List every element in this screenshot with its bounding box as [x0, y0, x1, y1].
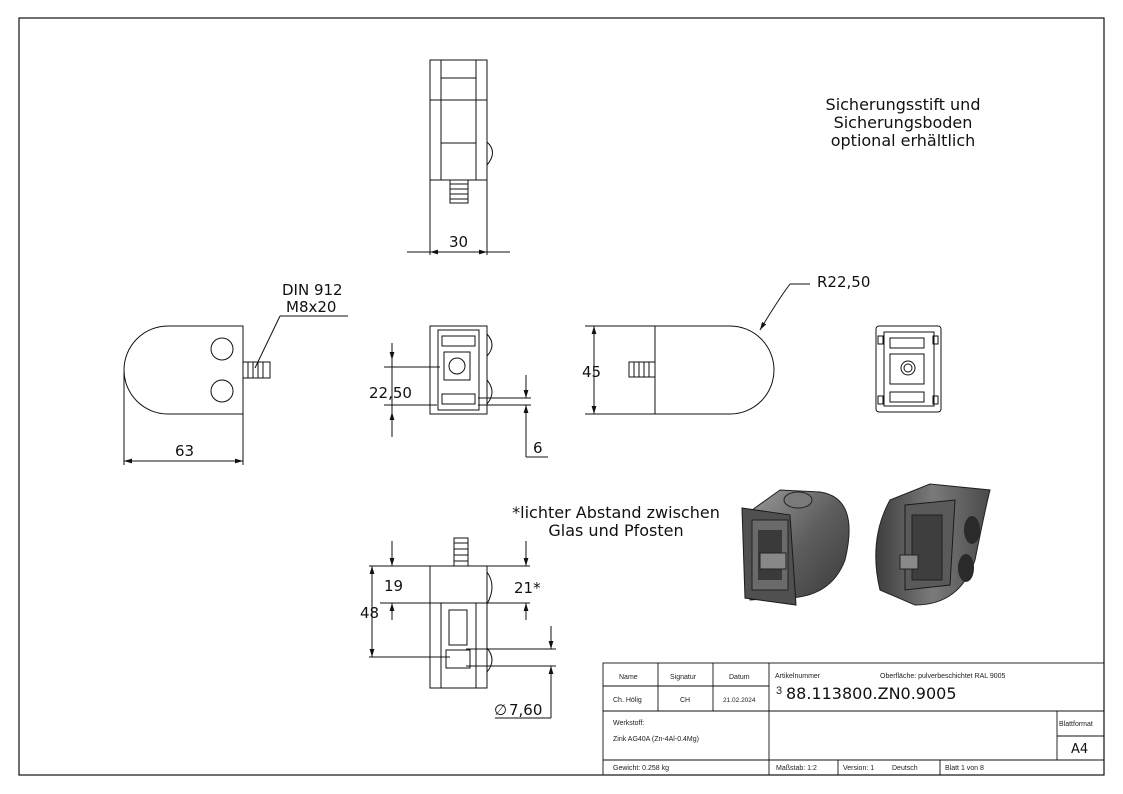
- sprache: Deutsch: [892, 765, 918, 772]
- version: Version: 1: [843, 765, 874, 772]
- dim-top-width: 30: [449, 233, 468, 251]
- screw-standard: DIN 912: [282, 281, 343, 299]
- dim-hole-symbol: ∅: [494, 701, 507, 719]
- clearance-note-line-1: *lichter Abstand zwischen: [512, 503, 720, 522]
- dim-center-height: 22,50: [369, 384, 412, 402]
- header-datum: Datum: [729, 674, 750, 681]
- dim-slot: 6: [533, 439, 543, 457]
- werkstoff: Zink AG40A (Zn-4Al-0.4Mg): [613, 736, 699, 743]
- end-view: [875, 325, 942, 413]
- safety-note-line-2: Sicherungsboden: [834, 113, 973, 132]
- dim-radius: R22,50: [817, 273, 870, 291]
- value-name: Ch. Hölig: [613, 697, 642, 704]
- dim-bottom-19: 19: [384, 577, 403, 595]
- value-datum: 21.02.2024: [723, 697, 756, 704]
- dim-bottom-21: 21*: [514, 579, 541, 597]
- blattformat: A4: [1071, 742, 1088, 757]
- isometric-render-back: [875, 483, 991, 606]
- title-block: [602, 662, 1105, 776]
- header-name: Name: [619, 674, 638, 681]
- gewicht: Gewicht: 0.258 kg: [613, 765, 669, 772]
- massstab: Maßstab: 1:2: [776, 765, 817, 772]
- artikelnummer-label: Artikelnummer: [775, 673, 821, 680]
- top-view: [407, 59, 510, 255]
- header-signatur: Signatur: [670, 674, 697, 681]
- oberflaeche: Oberfläche: pulverbeschichtet RAL 9005: [880, 673, 1006, 680]
- safety-note-line-1: Sicherungsstift und: [826, 95, 981, 114]
- blatt: Blatt 1 von 8: [945, 765, 984, 772]
- blattformat-label: Blattformat: [1059, 721, 1093, 728]
- drawing-frame: [18, 17, 1105, 776]
- clearance-note-line-2: Glas und Pfosten: [548, 521, 683, 540]
- rounded-side-view: [585, 283, 810, 415]
- screw-size: M8x20: [286, 298, 336, 316]
- bottom-view: [369, 537, 556, 719]
- revision-digit: 3: [776, 685, 782, 697]
- werkstoff-label: Werkstoff:: [613, 720, 644, 727]
- safety-note-line-3: optional erhältlich: [831, 131, 976, 150]
- dim-bottom-48: 48: [360, 604, 379, 622]
- front-view: [123, 315, 348, 465]
- dim-side-height: 45: [582, 363, 601, 381]
- dim-hole-diameter: 7,60: [509, 701, 542, 719]
- artikelnummer: 88.113800.ZN0.9005: [786, 684, 957, 703]
- value-signatur: CH: [680, 697, 690, 704]
- dim-front-length: 63: [175, 442, 194, 460]
- side-view: [384, 325, 548, 458]
- isometric-render-front: [741, 489, 850, 606]
